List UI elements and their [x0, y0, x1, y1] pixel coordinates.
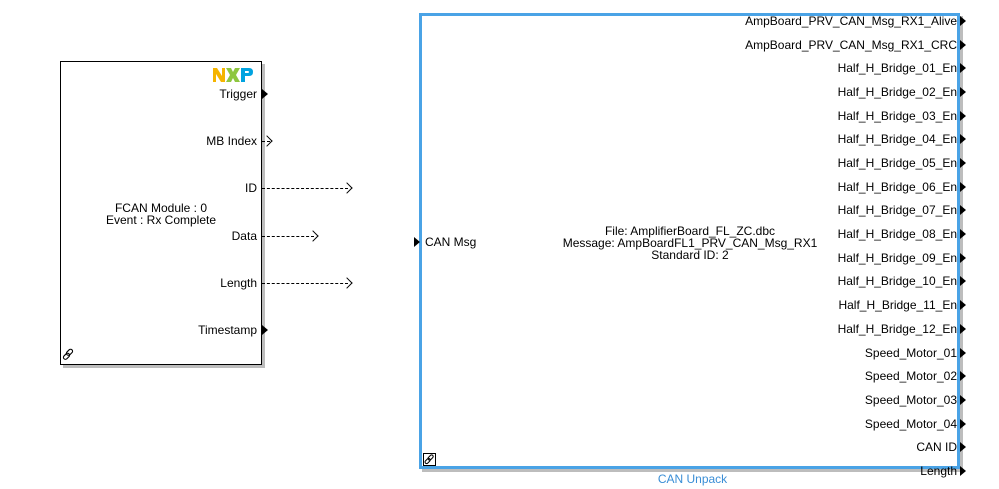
output-port-timestamp[interactable]	[262, 325, 268, 335]
can-unpack-block[interactable]	[419, 13, 960, 469]
arrow-data-icon	[307, 230, 319, 242]
output-label: Half_H_Bridge_09_En	[837, 251, 957, 265]
output-port[interactable]	[960, 87, 966, 97]
fcan-module-text: FCAN Module : 0	[114, 201, 208, 215]
output-label: Half_H_Bridge_05_En	[837, 156, 957, 170]
output-label: Half_H_Bridge_04_En	[837, 132, 957, 146]
link-icon[interactable]	[62, 348, 75, 361]
output-label: Half_H_Bridge_07_En	[837, 203, 957, 217]
port-label-id: ID	[245, 181, 257, 195]
output-label: AmpBoard_PRV_CAN_Msg_RX1_CRC	[745, 38, 957, 52]
output-port[interactable]	[960, 300, 966, 310]
output-port[interactable]	[960, 182, 966, 192]
output-port[interactable]	[960, 40, 966, 50]
signal-line-data[interactable]	[262, 236, 314, 237]
output-port[interactable]	[960, 253, 966, 263]
standard-id-text: Standard ID: 2	[651, 248, 729, 262]
output-label: Length	[920, 464, 957, 478]
output-label: Speed_Motor_04	[864, 417, 957, 431]
output-port[interactable]	[960, 63, 966, 73]
fcan-rx-block[interactable]	[60, 61, 262, 365]
output-label: Half_H_Bridge_02_En	[837, 85, 957, 99]
output-port[interactable]	[960, 324, 966, 334]
output-label: Half_H_Bridge_08_En	[837, 227, 957, 241]
output-port[interactable]	[960, 158, 966, 168]
arrow-length-icon	[341, 277, 353, 289]
output-port[interactable]	[960, 419, 966, 429]
output-port[interactable]	[960, 16, 966, 26]
output-label: CAN ID	[916, 440, 957, 454]
port-label-timestamp: Timestamp	[198, 323, 257, 337]
output-label: Speed_Motor_03	[864, 393, 957, 407]
output-port[interactable]	[960, 276, 966, 286]
output-port-trigger[interactable]	[262, 89, 268, 99]
nxp-logo-icon	[213, 68, 253, 82]
output-port[interactable]	[960, 371, 966, 381]
output-port[interactable]	[960, 442, 966, 452]
input-port-can-msg[interactable]	[414, 237, 420, 247]
port-label-data: Data	[231, 229, 257, 243]
signal-line-id[interactable]	[262, 188, 348, 189]
output-label: Half_H_Bridge_06_En	[837, 180, 957, 194]
output-label: Half_H_Bridge_11_En	[838, 298, 957, 312]
output-port[interactable]	[960, 395, 966, 405]
output-label: Half_H_Bridge_03_En	[837, 109, 957, 123]
block-name-label[interactable]: CAN Unpack	[657, 472, 728, 486]
port-label-trigger: Trigger	[219, 87, 257, 101]
dbc-file-text: File: AmplifierBoard_FL_ZC.dbc	[604, 224, 776, 238]
link-icon[interactable]	[423, 453, 436, 466]
output-label: Speed_Motor_01	[864, 346, 957, 360]
signal-line-mb-index[interactable]	[262, 141, 270, 142]
output-label: AmpBoard_PRV_CAN_Msg_RX1_Alive	[745, 14, 957, 28]
output-port[interactable]	[960, 134, 966, 144]
message-name-text: Message: AmpBoardFL1_PRV_CAN_Msg_RX1	[562, 236, 818, 250]
input-label-can-msg: CAN Msg	[425, 235, 477, 249]
output-port[interactable]	[960, 348, 966, 358]
arrow-mb-index-icon	[261, 135, 273, 147]
output-port[interactable]	[960, 466, 966, 476]
output-port[interactable]	[960, 205, 966, 215]
output-label: Half_H_Bridge_10_En	[837, 274, 957, 288]
port-label-mb-index: MB Index	[206, 134, 257, 148]
output-label: Half_H_Bridge_12_En	[837, 322, 957, 336]
port-label-length: Length	[220, 276, 257, 290]
output-port[interactable]	[960, 111, 966, 121]
signal-line-length[interactable]	[262, 283, 348, 284]
fcan-event-text: Event : Rx Complete	[105, 213, 217, 227]
output-label: Half_H_Bridge_01_En	[837, 61, 957, 75]
arrow-id-icon	[341, 182, 353, 194]
output-label: Speed_Motor_02	[864, 369, 957, 383]
output-port[interactable]	[960, 229, 966, 239]
